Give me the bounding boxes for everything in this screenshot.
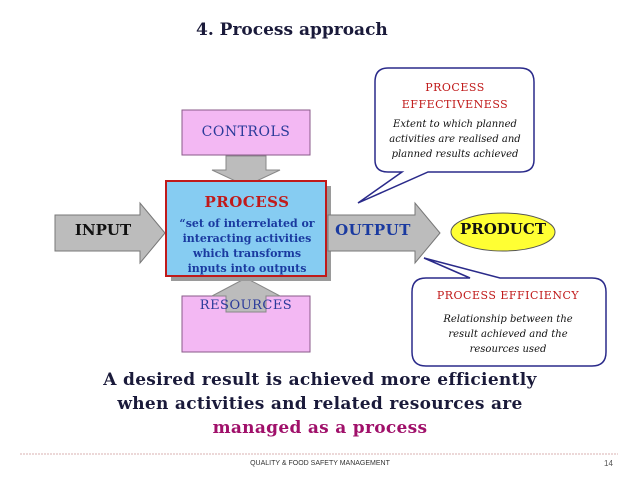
process-desc-line: interacting activities [182, 232, 312, 245]
efficiency-title: PROCESS EFFICIENCY [436, 289, 580, 302]
conclusion-highlight: managed as a process [212, 418, 428, 438]
effectiveness-desc-line: activities are realised and [389, 134, 521, 145]
conclusion-line: A desired result is achieved more effici… [103, 370, 537, 390]
efficiency-desc-line: result achieved and the [448, 329, 568, 340]
process-title: PROCESS [204, 193, 290, 211]
process-description: “set of interrelated or interacting acti… [168, 216, 326, 276]
slide-title: 4. Process approach [196, 20, 388, 40]
effectiveness-title-line: PROCESS [425, 81, 485, 94]
efficiency-desc-line: resources used [469, 344, 547, 355]
conclusion-line: when activities and related resources ar… [117, 394, 523, 414]
output-label: OUTPUT [335, 221, 411, 239]
effectiveness-callout [357, 67, 535, 204]
product-label: PRODUCT [459, 220, 546, 238]
resources-arrow [211, 277, 281, 313]
effectiveness-title: PROCESS EFFECTIVENESS [380, 79, 530, 113]
effectiveness-desc-line: Extent to which planned [393, 119, 517, 130]
effectiveness-desc-line: planned results achieved [391, 149, 519, 160]
effectiveness-description: Extent to which planned activities are r… [380, 117, 530, 162]
process-desc-line: inputs into outputs [187, 262, 307, 275]
page-number: 14 [604, 459, 613, 468]
input-arrow [54, 201, 166, 265]
effectiveness-title-line: EFFECTIVENESS [401, 98, 509, 111]
efficiency-description: Relationship between the result achieved… [422, 312, 594, 357]
process-desc-line: which transforms [192, 247, 302, 260]
controls-arrow [211, 155, 281, 187]
product-ellipse [450, 212, 556, 252]
input-label: INPUT [74, 221, 132, 239]
efficiency-desc-line: Relationship between the [443, 314, 573, 325]
controls-label: CONTROLS [201, 124, 291, 140]
resources-label: RESOURCES [199, 298, 293, 313]
process-box [165, 180, 327, 277]
efficiency-callout [411, 257, 607, 367]
conclusion-text: A desired result is achieved more effici… [60, 368, 580, 440]
controls-box [181, 109, 311, 156]
process-desc-line: “set of interrelated or [179, 217, 315, 230]
output-arrow [327, 201, 441, 265]
footer-text: QUALITY & FOOD SAFETY MANAGEMENT [250, 460, 390, 467]
